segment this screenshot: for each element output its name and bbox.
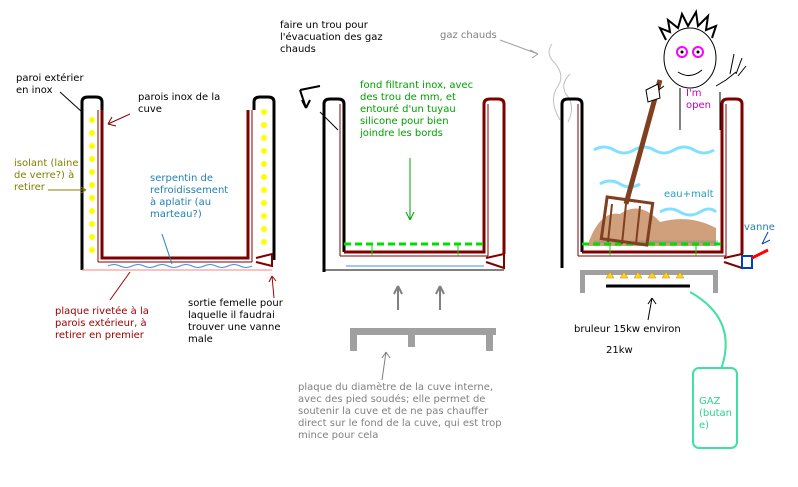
outer-wall-right: [252, 95, 276, 260]
label-riveted-plate: plaque rivetée à la parois extérieur, à …: [55, 306, 149, 341]
label-burner-power: 21kw: [606, 345, 633, 356]
tank-in-use: [499, 8, 771, 449]
malt-grain: [588, 208, 716, 246]
label-gas-bottle: GAZ (butan e): [699, 396, 732, 431]
label-outlet: sortie femelle pour laquelle il faudrai …: [188, 298, 283, 345]
label-burner: bruleur 15kw environ: [574, 324, 681, 335]
valve-handle: [751, 248, 769, 260]
hot-gas-smoke: [548, 43, 562, 121]
outer-wall: [322, 97, 346, 272]
outlet-pipe: [723, 252, 743, 270]
label-support-plate: plaque du diamètre de la cuve interne, a…: [298, 382, 502, 441]
label-hot-gas: gaz chauds: [440, 30, 497, 41]
insulation-dots: [89, 109, 267, 253]
valve-body: [741, 255, 753, 269]
label-outer-wall: paroi extérier en inox: [16, 73, 84, 96]
gas-hose: [689, 291, 727, 373]
heat-arrow: [435, 285, 445, 310]
outer-wall: [80, 95, 104, 270]
mash-paddle: [599, 79, 663, 247]
inner-wall: [344, 97, 506, 254]
cooling-coil: [107, 264, 253, 268]
label-coil: serpentin de refroidissement à aplatir (…: [150, 173, 229, 220]
label-filter-bottom: fond filtrant inox, avec des trou de mm,…: [360, 80, 474, 139]
flames: [605, 271, 685, 279]
label-speech: I'm open: [686, 88, 711, 111]
label-water-malt: eau+malt: [664, 189, 714, 200]
support-plate: [350, 328, 496, 351]
heat-arrow: [393, 285, 403, 310]
label-hole: faire un trou pour l'évacuation des gaz …: [280, 20, 383, 55]
outlet-pipe: [485, 252, 505, 270]
label-insulation: isolant (laine de verre?) à retirer: [14, 158, 79, 193]
label-valve: vanne: [744, 222, 775, 233]
burner: [580, 270, 718, 293]
gas-bottle: [692, 367, 738, 449]
inner-wall: [100, 110, 250, 260]
outer-wall: [560, 97, 584, 268]
tank-original: [48, 91, 277, 301]
label-inner-wall: parois inox de la cuve: [138, 92, 221, 115]
outlet-pipe: [255, 252, 273, 268]
inner-wall: [582, 97, 744, 254]
tank-modified: [299, 85, 506, 381]
person: [645, 8, 747, 130]
